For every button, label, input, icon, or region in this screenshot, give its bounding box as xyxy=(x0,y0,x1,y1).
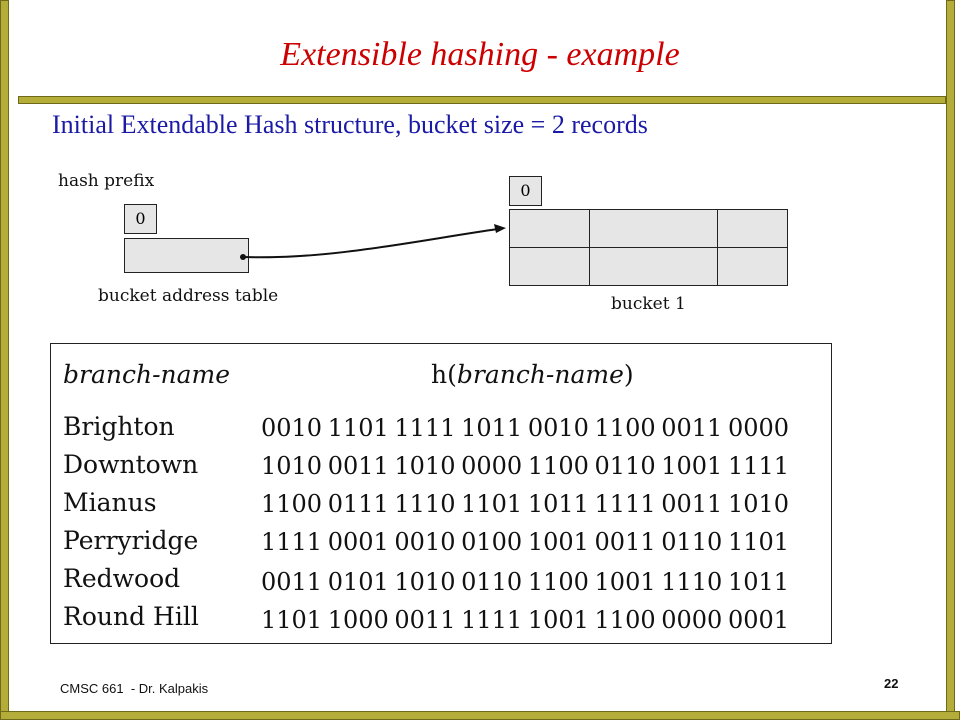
bucket-cell xyxy=(718,248,787,285)
right-frame-bar xyxy=(946,0,955,720)
row-hash: 1100 0111 1110 1101 1011 1111 0011 1010 xyxy=(261,490,790,518)
hash-values-table: branch-name h(branch-name) Brighton 0010… xyxy=(50,343,832,644)
row-hash: 0011 0101 1010 0110 1100 1001 1110 1011 xyxy=(261,568,790,596)
row-name: Round Hill xyxy=(63,602,199,631)
bottom-frame-bar xyxy=(0,711,960,720)
row-hash: 1111 0001 0010 0100 1001 0011 0110 1101 xyxy=(261,528,790,556)
row-hash: 1101 1000 0011 1111 1001 1100 0000 0001 xyxy=(261,606,790,634)
title-underline-bar xyxy=(18,96,946,104)
local-depth-box: 0 xyxy=(509,176,542,206)
global-depth-box: 0 xyxy=(124,204,157,234)
row-name: Redwood xyxy=(63,564,181,593)
row-hash: 0010 1101 1111 1011 0010 1100 0011 0000 xyxy=(261,414,790,442)
slide-subtitle: Initial Extendable Hash structure, bucke… xyxy=(52,110,648,139)
bucket-cell xyxy=(590,210,718,248)
column-header-branch-name: branch-name xyxy=(63,360,231,389)
bucket-address-table-label: bucket address table xyxy=(98,286,279,306)
page-number: 22 xyxy=(884,676,899,691)
column-header-hash: h(branch-name) xyxy=(431,360,634,389)
row-name: Brighton xyxy=(63,412,175,441)
slide-title: Extensible hashing - example xyxy=(280,36,680,73)
bucket-address-table-cell xyxy=(124,238,249,273)
hash-prefix-label: hash prefix xyxy=(58,171,155,191)
row-name: Downtown xyxy=(63,450,199,479)
bucket-cell xyxy=(718,210,787,248)
bucket-cell xyxy=(510,248,590,285)
row-hash: 1010 0011 1010 0000 1100 0110 1001 1111 xyxy=(261,452,790,480)
row-name: Mianus xyxy=(63,488,157,517)
bucket-cell xyxy=(510,210,590,248)
left-frame-bar xyxy=(0,0,9,720)
row-name: Perryridge xyxy=(63,526,199,555)
bucket-1 xyxy=(509,209,788,286)
bucket-label: bucket 1 xyxy=(611,294,686,314)
bucket-cell xyxy=(590,248,718,285)
footer-course: CMSC 661 - Dr. Kalpakis xyxy=(60,681,209,696)
